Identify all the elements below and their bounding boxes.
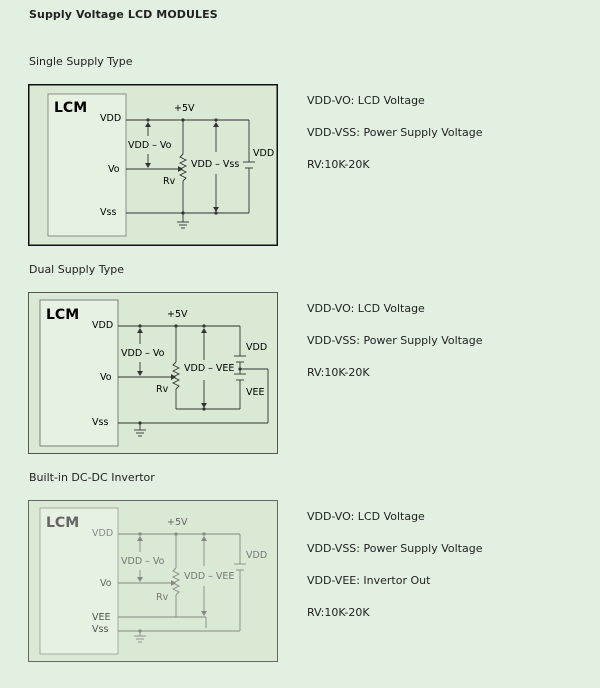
note-vdd-vee: VDD-VEE: Invertor Out <box>307 574 431 587</box>
note-vdd-vss: VDD-VSS: Power Supply Voltage <box>307 334 483 347</box>
note-vdd-vo: VDD-VO: LCD Voltage <box>307 94 425 107</box>
section-title-dc-dc-invertor: Built-in DC-DC Invertor <box>29 471 155 484</box>
single-supply-diagram: LCM VDD Vo Vss <box>28 84 278 246</box>
lcm-block <box>47 93 127 237</box>
meas-vee-label: VDD – VEE <box>184 363 234 374</box>
meas-vo-label: VDD – Vo <box>121 556 165 567</box>
section-title-dual-supply: Dual Supply Type <box>29 263 124 276</box>
dual-supply-notes: VDD-VO: LCD Voltage VDD-VSS: Power Suppl… <box>307 302 482 398</box>
meas-vo-label: VDD – Vo <box>128 140 172 151</box>
dc-dc-invertor-circuit: LCM VDD Vo VEE Vss <box>28 500 278 662</box>
note-rv: RV:10K-20K <box>307 606 370 619</box>
supply-label: +5V <box>167 309 188 320</box>
note-rv: RV:10K-20K <box>307 158 370 171</box>
vo-pin-label: Vo <box>100 578 112 589</box>
lcm-block <box>39 299 119 447</box>
junctions <box>137 532 207 633</box>
lcm-label: LCM <box>54 100 87 116</box>
meas-vss-label: VDD – Vss <box>191 159 239 170</box>
single-supply-circuit: LCM VDD Vo Vss <box>28 84 278 246</box>
dc-dc-invertor-notes: VDD-VO: LCD Voltage VDD-VSS: Power Suppl… <box>307 510 482 638</box>
vee-pin-label: VEE <box>92 612 111 623</box>
vss-pin-label: Vss <box>92 417 108 428</box>
vo-pin-label: Vo <box>108 164 120 175</box>
circuit-wires <box>118 533 246 643</box>
dual-supply-diagram: LCM VDD Vo Vss <box>28 292 278 454</box>
note-vdd-vss: VDD-VSS: Power Supply Voltage <box>307 126 483 139</box>
lcm-block <box>39 507 119 655</box>
battery-top-label: VDD <box>246 342 267 353</box>
lcm-label: LCM <box>46 307 79 323</box>
lcm-label: LCM <box>46 515 79 531</box>
junctions <box>145 118 219 215</box>
vdd-pin-label: VDD <box>100 113 121 124</box>
vss-pin-label: Vss <box>100 207 116 218</box>
note-vdd-vo: VDD-VO: LCD Voltage <box>307 302 425 315</box>
note-vdd-vo: VDD-VO: LCD Voltage <box>307 510 425 523</box>
supply-label: +5V <box>174 103 195 114</box>
dual-supply-circuit: LCM VDD Vo Vss <box>28 292 278 454</box>
single-supply-notes: VDD-VO: LCD Voltage VDD-VSS: Power Suppl… <box>307 94 482 190</box>
supply-label: +5V <box>167 517 188 528</box>
vdd-pin-label: VDD <box>92 320 113 331</box>
circuit-wires <box>118 325 269 437</box>
vss-pin-label: Vss <box>92 624 108 635</box>
rv-label: Rv <box>156 592 169 603</box>
page-title: Supply Voltage LCD MODULES <box>29 8 218 21</box>
meas-vee-label: VDD – VEE <box>184 571 234 582</box>
junctions <box>137 324 242 425</box>
battery-label: VDD <box>253 148 274 159</box>
section-title-single-supply: Single Supply Type <box>29 55 133 68</box>
battery-label: VDD <box>246 550 267 561</box>
circuit-wires <box>126 119 255 229</box>
vo-pin-label: Vo <box>100 372 112 383</box>
dc-dc-invertor-diagram: LCM VDD Vo VEE Vss <box>28 500 278 662</box>
rv-label: Rv <box>163 176 176 187</box>
meas-vo-label: VDD – Vo <box>121 348 165 359</box>
vdd-pin-label: VDD <box>92 528 113 539</box>
note-vdd-vss: VDD-VSS: Power Supply Voltage <box>307 542 483 555</box>
rv-label: Rv <box>156 384 169 395</box>
battery-bottom-label: VEE <box>246 387 265 398</box>
note-rv: RV:10K-20K <box>307 366 370 379</box>
